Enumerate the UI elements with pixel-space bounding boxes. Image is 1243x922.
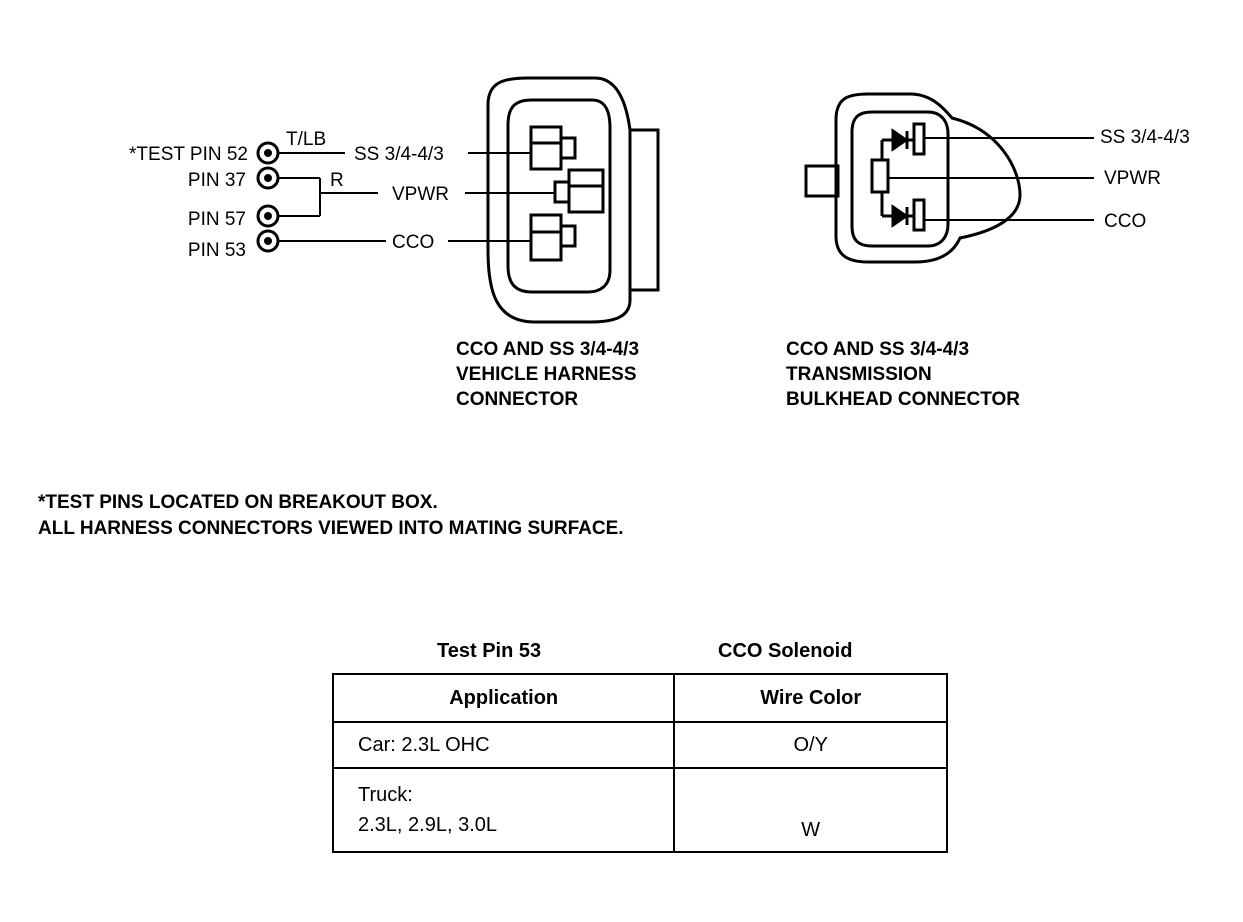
harness-wires bbox=[278, 152, 555, 242]
bulkhead-caption-line-3: BULKHEAD CONNECTOR bbox=[786, 389, 1020, 410]
terminal-vpwr bbox=[567, 168, 605, 214]
bulkhead-caption-line-2: TRANSMISSION bbox=[786, 364, 932, 385]
harness-connector-inner-wall bbox=[506, 98, 612, 294]
test-pin-57-label: PIN 57 bbox=[188, 209, 246, 230]
application-cell: Truck: 2.3L, 2.9L, 3.0L bbox=[331, 767, 676, 853]
harness-caption-line-3: CONNECTOR bbox=[456, 389, 578, 410]
terminal-cco bbox=[529, 213, 563, 262]
bulkhead-wires bbox=[888, 137, 1094, 221]
column-header-application: Application bbox=[331, 673, 676, 723]
resistor-icon bbox=[870, 158, 890, 194]
diode-cco-icon bbox=[891, 204, 909, 228]
test-pins bbox=[256, 141, 280, 253]
test-pin-37-label: PIN 37 bbox=[188, 170, 246, 191]
test-pin-53-label: PIN 53 bbox=[188, 240, 246, 261]
wire-color-tlb: T/LB bbox=[286, 129, 326, 150]
wire-color-table: Application Wire Color Car: 2.3L OHC O/Y… bbox=[331, 673, 948, 853]
harness-caption-line-2: VEHICLE HARNESS bbox=[456, 364, 637, 385]
application-text: Car: 2.3L OHC bbox=[358, 733, 490, 756]
table-title-test-pin: Test Pin 53 bbox=[437, 640, 542, 662]
table-row: Truck: 2.3L, 2.9L, 3.0L W bbox=[331, 767, 948, 853]
harness-circuit-vpwr: VPWR bbox=[392, 184, 449, 205]
wire-color-cell: O/Y bbox=[673, 721, 948, 769]
wire-color-cell: W bbox=[673, 767, 948, 853]
table-header-row: Application Wire Color bbox=[331, 673, 948, 723]
bulkhead-connector-key bbox=[804, 164, 840, 198]
test-pin-52-label: *TEST PIN 52 bbox=[129, 144, 248, 165]
harness-connector-latch bbox=[628, 128, 660, 292]
harness-caption-line-1: CCO AND SS 3/4-4/3 bbox=[456, 339, 639, 360]
footnote-viewing-direction: ALL HARNESS CONNECTORS VIEWED INTO MATIN… bbox=[38, 518, 624, 539]
bulkhead-terminal-cco bbox=[912, 198, 926, 232]
bulkhead-circuit-vpwr: VPWR bbox=[1104, 168, 1161, 189]
footnotes: *TEST PINS LOCATED ON BREAKOUT BOX. ALL H… bbox=[38, 490, 624, 542]
bulkhead-circuit-ss: SS 3/4-4/3 bbox=[1100, 127, 1190, 148]
harness-circuit-cco: CCO bbox=[392, 232, 434, 253]
application-text: 2.3L, 2.9L, 3.0L bbox=[358, 814, 498, 836]
application-text: Truck: bbox=[358, 784, 413, 806]
table-row: Car: 2.3L OHC O/Y bbox=[331, 721, 948, 769]
bulkhead-connector-inner-wall bbox=[850, 110, 950, 248]
application-cell: Car: 2.3L OHC bbox=[331, 721, 676, 769]
wiring-diagram: *TEST PIN 52 PIN 37 PIN 57 PIN 53 T/LB R… bbox=[129, 76, 1190, 410]
diode-ss-icon bbox=[891, 128, 909, 152]
bulkhead-connector-outer-shell bbox=[834, 92, 1022, 264]
bulkhead-caption-line-1: CCO AND SS 3/4-4/3 bbox=[786, 339, 969, 360]
wire-color-r: R bbox=[330, 170, 344, 191]
table-title-solenoid: CCO Solenoid bbox=[718, 640, 853, 662]
harness-connector-outer-shell bbox=[486, 76, 632, 324]
column-header-wire-color: Wire Color bbox=[673, 673, 948, 723]
terminal-ss bbox=[529, 125, 563, 171]
bulkhead-circuit-cco: CCO bbox=[1104, 211, 1146, 232]
vehicle-harness-connector bbox=[486, 76, 660, 324]
footnote-test-pins: *TEST PINS LOCATED ON BREAKOUT BOX. bbox=[38, 492, 438, 513]
bulkhead-terminal-ss bbox=[912, 122, 926, 156]
harness-circuit-ss: SS 3/4-4/3 bbox=[354, 144, 444, 165]
